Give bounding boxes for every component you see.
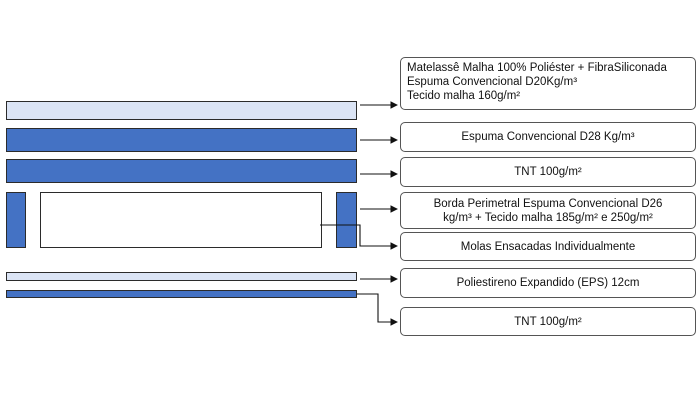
- label-springs: Molas Ensacadas Individualmente: [400, 232, 696, 261]
- layer-matelasse: [6, 101, 357, 120]
- layer-tnt-top: [6, 159, 357, 183]
- label-tnt-top: TNT 100g/m²: [400, 157, 696, 187]
- layer-eps: [6, 272, 357, 281]
- label-border-line-2: kg/m³ + Tecido malha 185g/m² e 250g/m²: [443, 211, 653, 224]
- arrow-tnt-bottom: [357, 293, 398, 326]
- label-matelasse: Matelassê Malha 100% Poliéster + FibraSi…: [400, 57, 696, 110]
- label-tnt-bottom: TNT 100g/m²: [400, 307, 696, 336]
- layer-border-right: [336, 192, 357, 248]
- label-foam-d28: Espuma Convencional D28 Kg/m³: [400, 122, 696, 152]
- label-matelasse-line-2: Espuma Convencional D20Kg/m³: [407, 76, 578, 88]
- label-matelasse-line-1: Matelassê Malha 100% Poliéster + FibraSi…: [407, 62, 667, 74]
- label-eps: Poliestireno Expandido (EPS) 12cm: [400, 268, 696, 298]
- layer-border-left: [6, 192, 26, 248]
- layer-springs-core: [40, 192, 322, 248]
- layer-foam-d28: [6, 128, 357, 152]
- layer-tnt-bottom: [6, 290, 357, 298]
- label-border: Borda Perimetral Espuma Convencional D26…: [400, 192, 696, 229]
- label-border-line-1: Borda Perimetral Espuma Convencional D26: [433, 197, 663, 210]
- arrow-springs: [320, 224, 398, 250]
- label-matelasse-line-3: Tecido malha 160g/m²: [407, 90, 521, 102]
